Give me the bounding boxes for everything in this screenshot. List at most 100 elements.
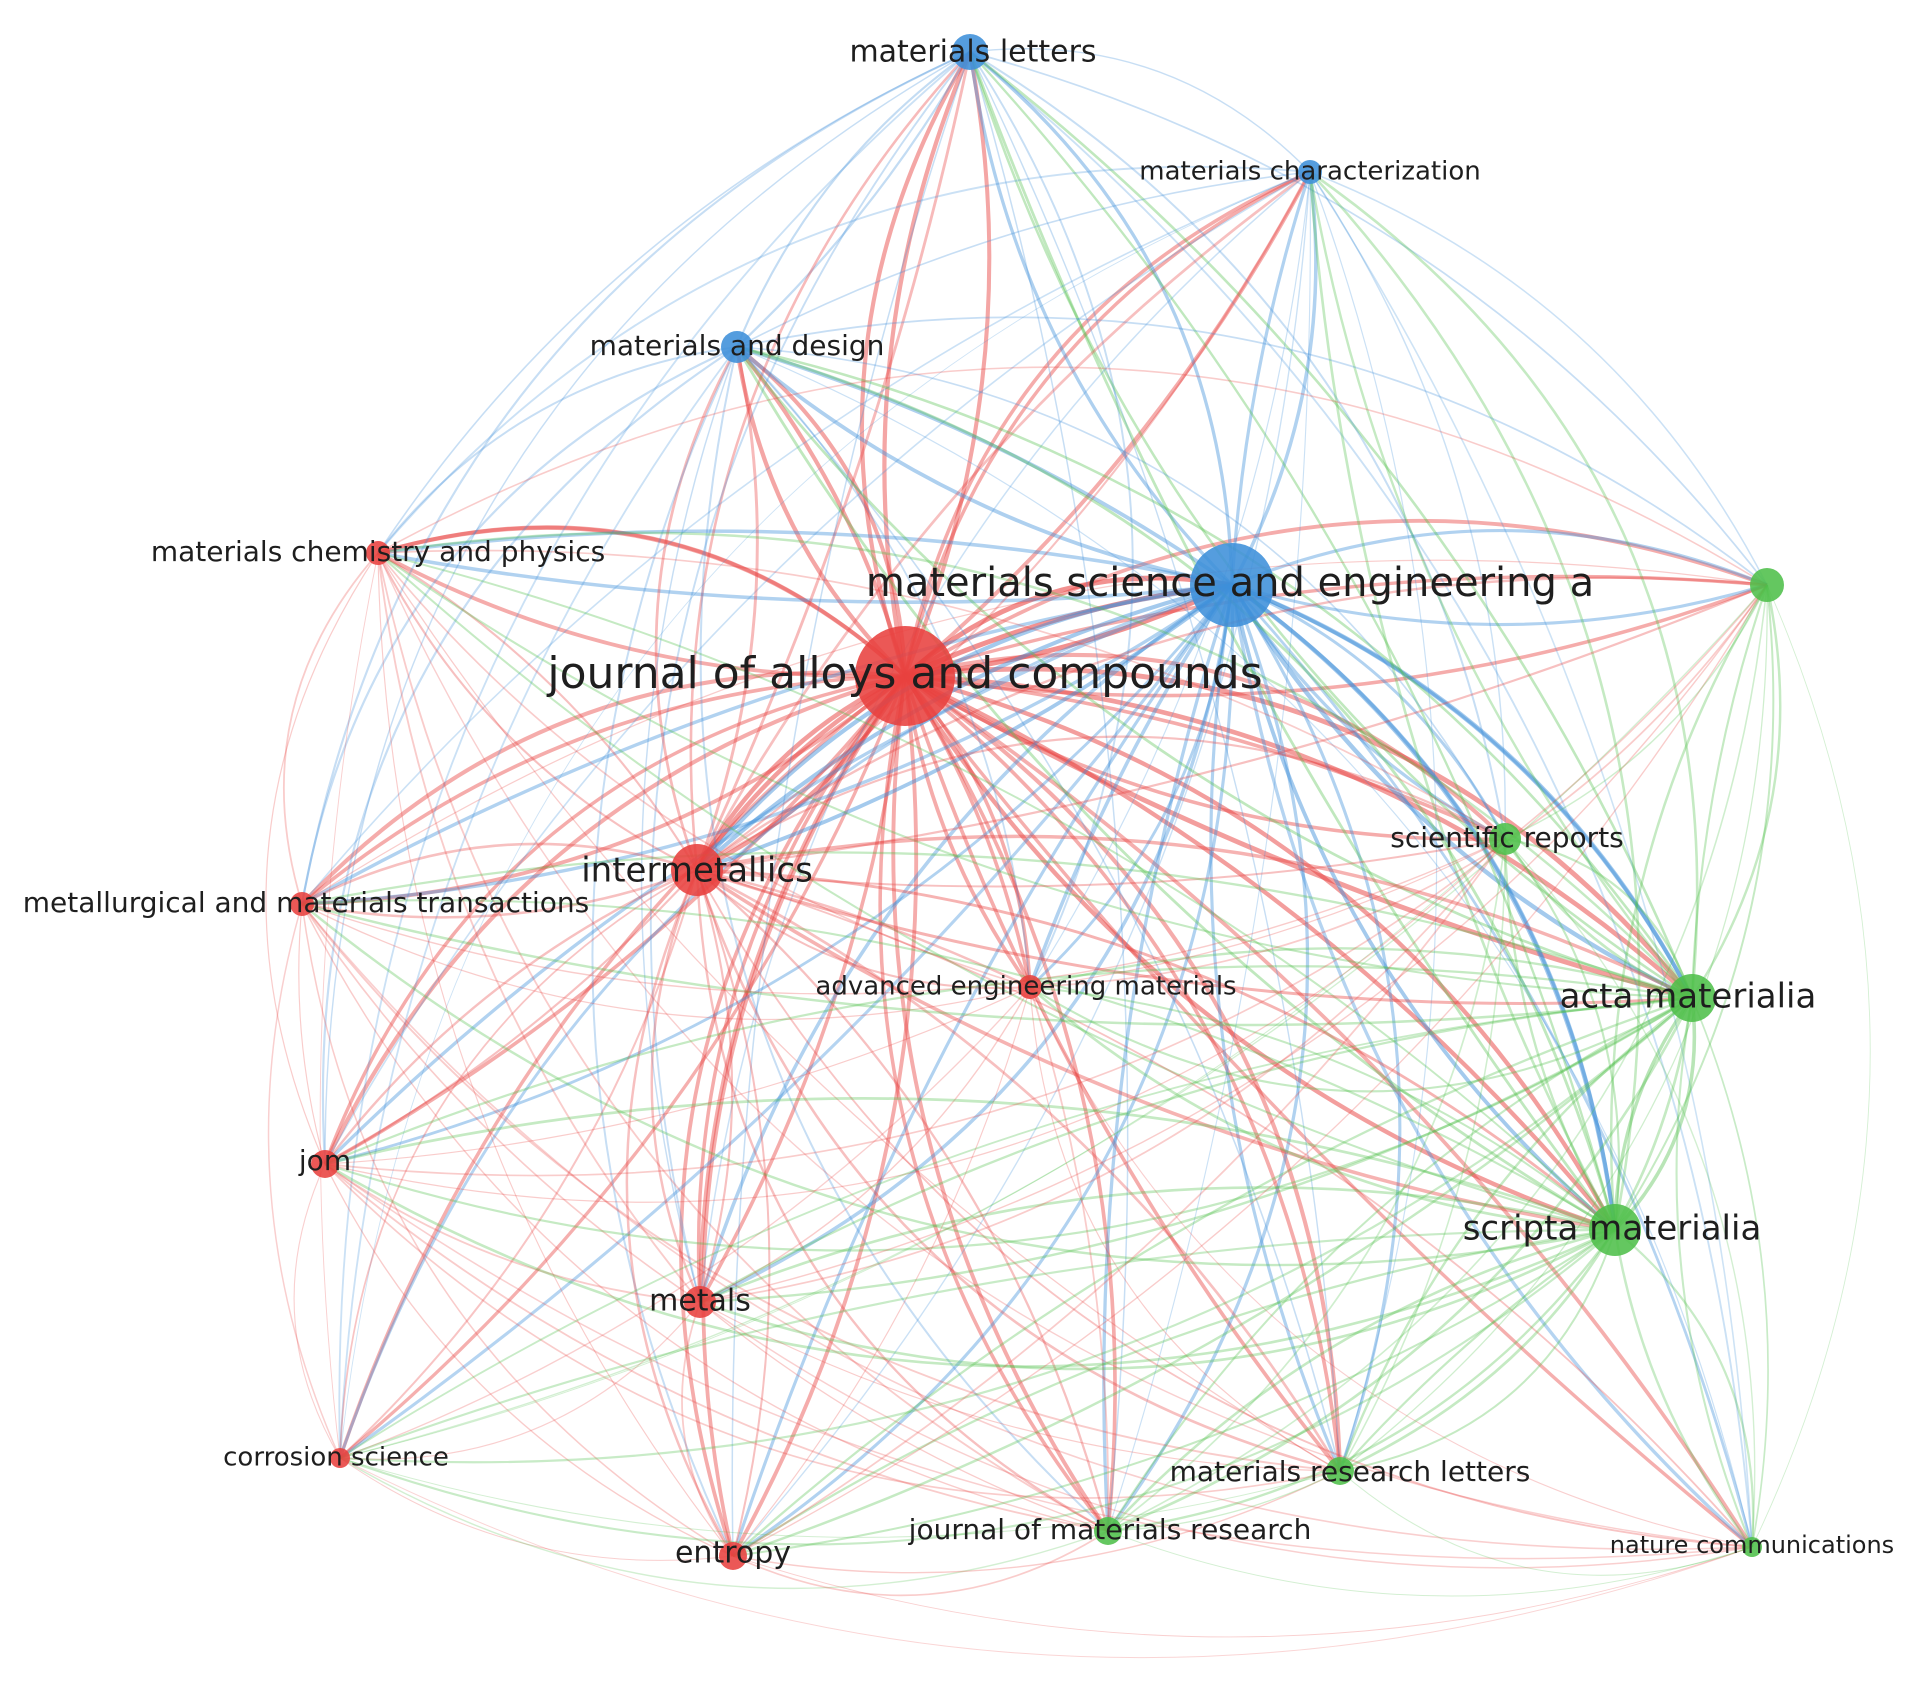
edge-mc-am: [1308, 171, 1693, 999]
edge-jac-mc: [903, 170, 1311, 677]
edge-msea-mc: [1230, 171, 1318, 586]
edge-mmt-metals: [301, 903, 701, 1303]
edge-jmr-mrl: [1107, 1470, 1341, 1532]
edge-entropy-sm: [732, 1229, 1616, 1557]
edge-entropy-jmr: [732, 1530, 1109, 1597]
edge-jac-mcp: [377, 525, 907, 678]
edge-inter-entropy: [625, 869, 735, 1557]
edge-ml-mcp: [377, 51, 971, 554]
edge-mmt-sm: [301, 903, 1616, 1267]
edge-metals-mrl: [699, 1301, 1341, 1472]
node-label-cs: corrosion science: [223, 1443, 449, 1473]
node-mc[interactable]: [1298, 160, 1322, 184]
node-ml[interactable]: [952, 34, 988, 70]
edge-am-gnode: [1690, 584, 1769, 999]
edge-mcp-jmr: [377, 552, 1109, 1532]
edge-jac-entropy: [701, 674, 907, 1557]
node-label-metals: metals: [649, 1284, 751, 1319]
edge-jac-metals: [698, 674, 907, 1303]
node-gnode[interactable]: [1750, 568, 1784, 602]
edge-md-inter: [654, 346, 739, 871]
edge-jac-mc: [903, 170, 1311, 677]
edge-ml-md: [736, 51, 971, 348]
edge-mmt-jmr: [301, 903, 1109, 1532]
node-am[interactable]: [1668, 974, 1716, 1022]
node-entropy[interactable]: [719, 1542, 747, 1570]
edge-cs-nc: [339, 1457, 1753, 1659]
edge-mcp-sm: [377, 552, 1616, 1231]
edge-jom-gnode: [324, 584, 1768, 1177]
edge-jom-mrl: [324, 1163, 1341, 1499]
edge-am-sr: [1504, 837, 1694, 999]
edge-mcp-metals: [377, 552, 701, 1303]
edge-jac-sr: [904, 674, 1506, 841]
edge-md-nc: [736, 346, 1753, 1548]
node-label-entropy: entropy: [675, 1536, 791, 1571]
node-md[interactable]: [721, 331, 753, 363]
edge-jac-nc: [903, 674, 1754, 1549]
edge-msea-am: [1230, 583, 1693, 1000]
edge-ml-am: [969, 50, 1694, 999]
edge-inter-mrl: [696, 868, 1342, 1472]
node-mmt[interactable]: [290, 892, 314, 916]
edge-jac-ml: [903, 51, 992, 677]
edge-msea-am: [1231, 583, 1694, 999]
node-inter[interactable]: [671, 844, 723, 896]
node-label-sr: scientific reports: [1390, 821, 1624, 854]
node-msea[interactable]: [1190, 543, 1274, 627]
edge-inter-cs: [339, 869, 698, 1459]
node-cs[interactable]: [330, 1448, 350, 1468]
node-mcp[interactable]: [366, 541, 390, 565]
edge-msea-metals: [698, 583, 1233, 1303]
edge-msea-cs: [338, 583, 1233, 1459]
node-jmr[interactable]: [1094, 1517, 1122, 1545]
node-label-mc: materials characterization: [1139, 157, 1480, 187]
edge-mrl-nc: [1339, 1470, 1753, 1576]
edge-md-am: [735, 346, 1693, 1000]
edge-inter-cs: [339, 869, 698, 1459]
edge-inter-mmt: [301, 842, 698, 906]
edge-msea-mmt: [301, 583, 1233, 906]
edge-jac-md: [735, 345, 908, 677]
edge-mcp-mrl: [377, 552, 1341, 1472]
edge-cs-entropy: [339, 1457, 734, 1561]
edge-sr-gnode: [1504, 584, 1768, 840]
edge-jac-mrl: [903, 674, 1342, 1472]
edge-jac-am: [904, 673, 1694, 1000]
edge-inter-jom: [324, 868, 698, 1165]
node-label-jmr: journal of materials research: [908, 1513, 1312, 1546]
edge-md-entropy: [591, 346, 738, 1557]
edge-aem-sr: [1029, 838, 1506, 988]
edge-jom-nc: [324, 1163, 1753, 1560]
edge-msea-sm: [1230, 584, 1617, 1232]
edge-msea-mcp: [377, 551, 1233, 604]
edge-jac-mcp: [377, 551, 906, 679]
edge-aem-jom: [324, 986, 1031, 1165]
edge-inter-metals: [695, 869, 734, 1303]
node-aem[interactable]: [1018, 975, 1042, 999]
node-jac[interactable]: [855, 626, 955, 726]
edge-aem-jmr: [1029, 986, 1110, 1532]
node-sm[interactable]: [1589, 1204, 1641, 1256]
edge-ml-jmr: [969, 51, 1129, 1532]
edge-jom-metals: [324, 1163, 701, 1303]
node-mrl[interactable]: [1326, 1457, 1354, 1485]
edge-jmr-nc: [1107, 1530, 1753, 1597]
node-jom[interactable]: [311, 1150, 339, 1178]
node-metals[interactable]: [684, 1286, 716, 1318]
edge-entropy-nc: [732, 1546, 1753, 1638]
edge-jom-sm: [324, 1097, 1616, 1232]
edge-inter-am: [696, 868, 1693, 1005]
edge-metals-sm: [699, 1228, 1616, 1371]
label-layer: journal of alloys and compoundsmaterials…: [23, 35, 1894, 1571]
edge-ml-entropy: [731, 51, 971, 1557]
edge-mc-jmr: [1107, 171, 1311, 1532]
edge-am-gnode: [1690, 584, 1782, 999]
edge-jac-jom: [323, 674, 906, 1165]
edge-mcp-aem: [377, 552, 1031, 988]
node-nc[interactable]: [1742, 1537, 1762, 1557]
edge-ml-metals: [649, 51, 971, 1303]
node-sr[interactable]: [1489, 823, 1521, 855]
edge-msea-ml: [968, 50, 1234, 586]
edge-msea-aem: [1029, 584, 1234, 989]
